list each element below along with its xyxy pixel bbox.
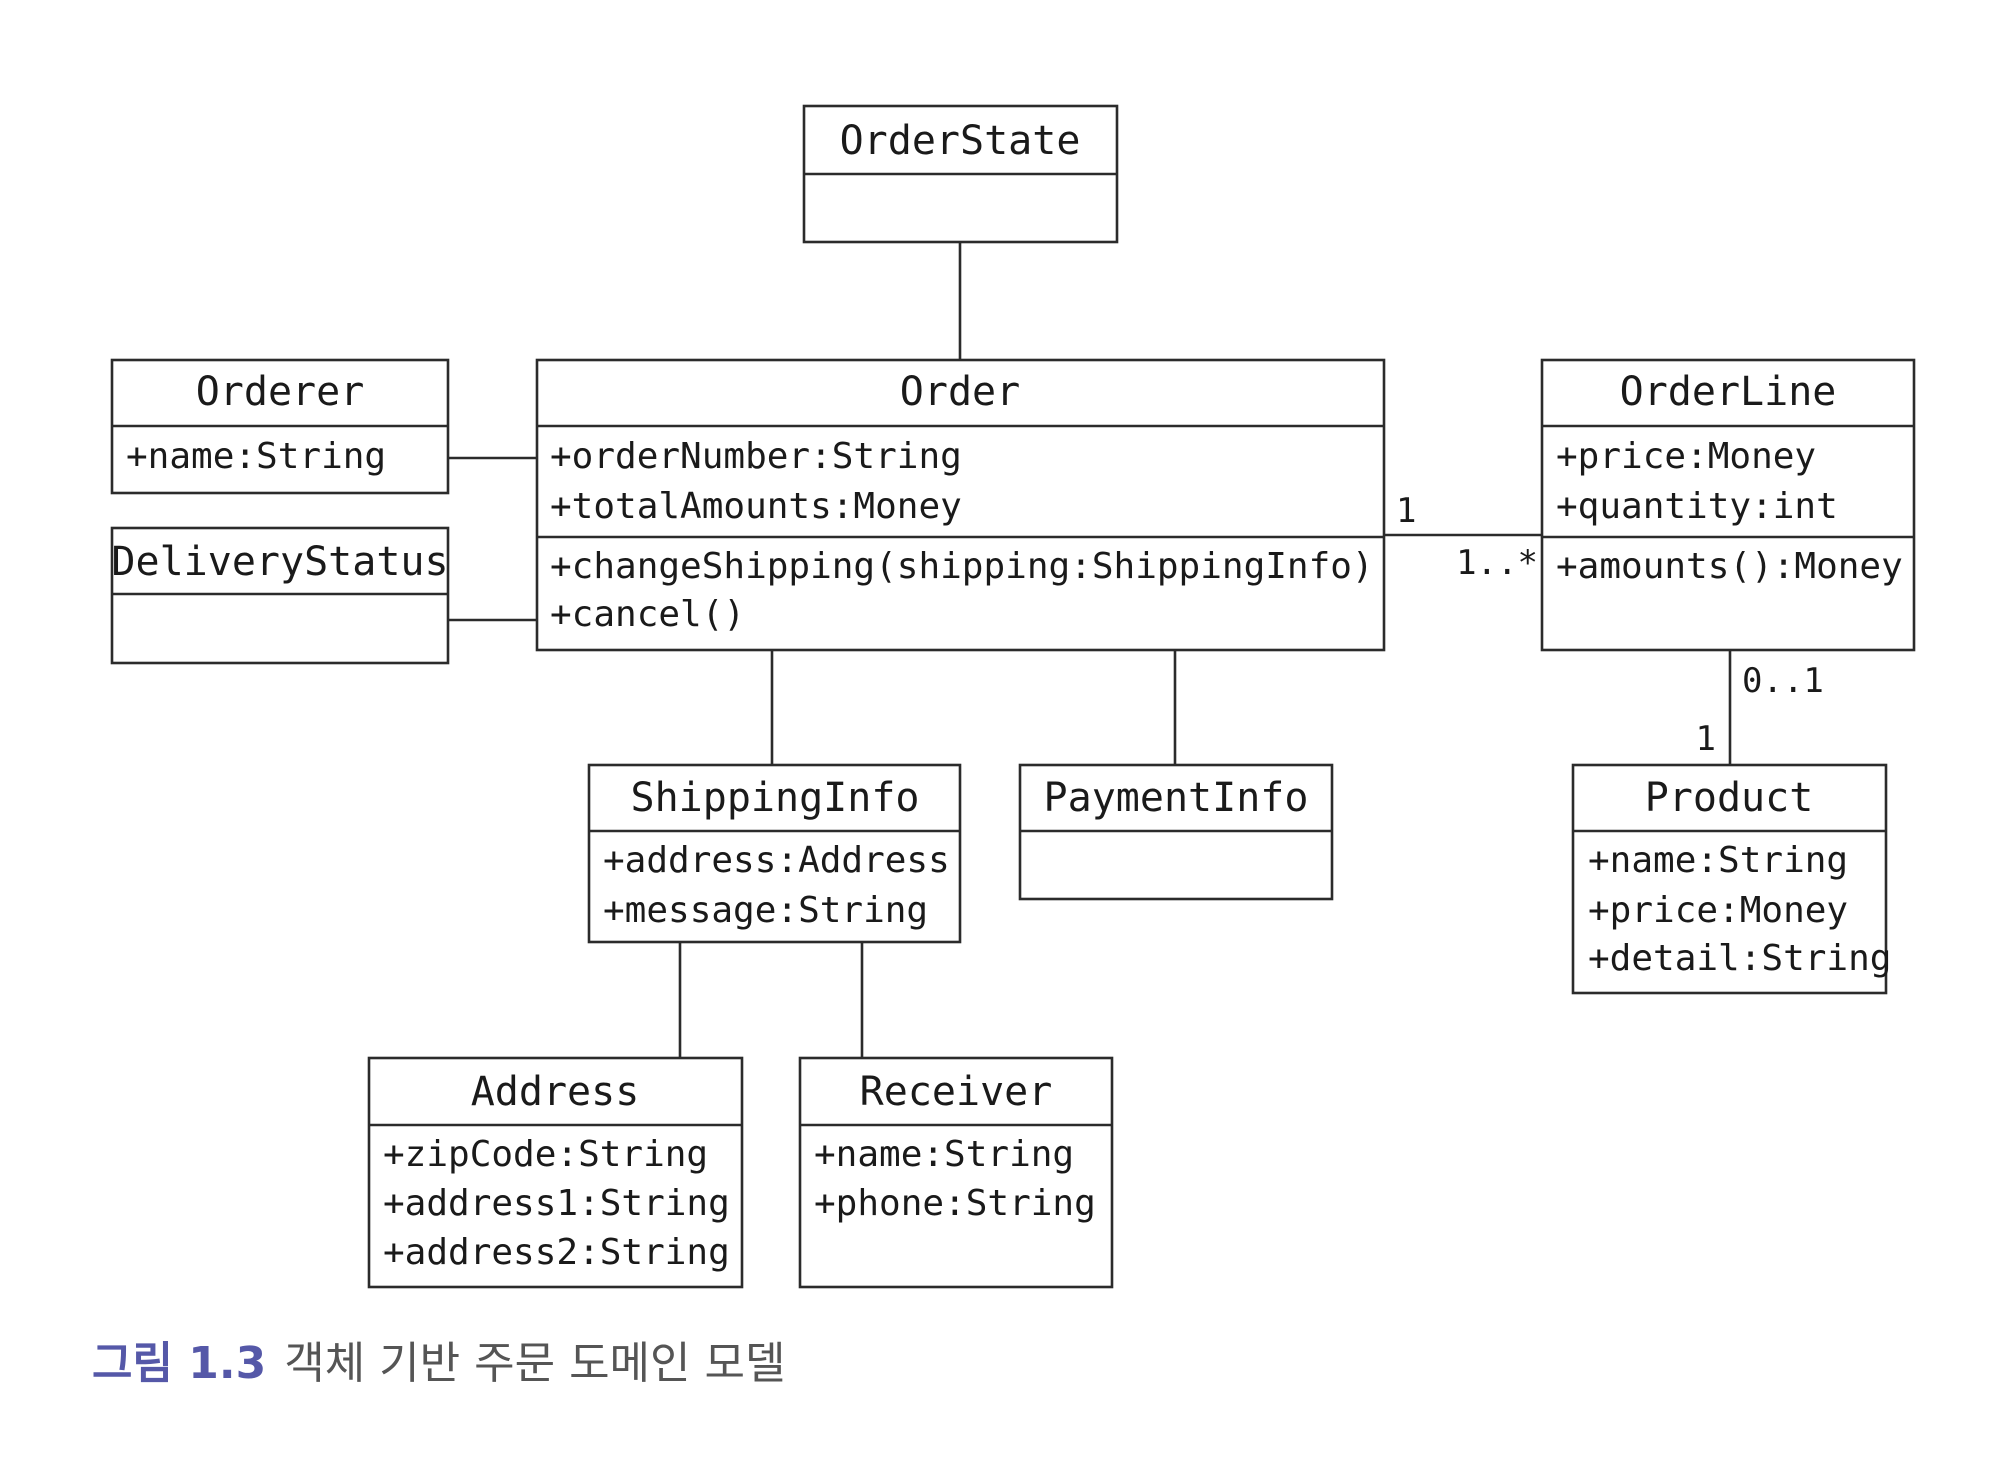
class-name: Address — [471, 1069, 640, 1115]
multiplicity-product-end: 1 — [1696, 719, 1716, 759]
attribute: +price:Money — [1556, 436, 1816, 477]
attribute: +quantity:int — [1556, 486, 1838, 527]
attribute: +name:String — [1588, 840, 1848, 881]
class-name: OrderState — [840, 118, 1081, 164]
attribute: +totalAmounts:Money — [550, 486, 962, 527]
class-product: Product +name:String +price:Money +detai… — [1571, 763, 1891, 995]
attribute: +phone:String — [814, 1183, 1096, 1224]
operation: +cancel() — [550, 594, 745, 635]
multiplicity-orderline-product-end: 0..1 — [1742, 661, 1824, 701]
class-name: Receiver — [860, 1069, 1053, 1115]
association-lines — [448, 242, 1732, 1058]
caption-number: 그림 1.3 — [92, 1338, 266, 1389]
attribute: +address1:String — [383, 1183, 730, 1224]
class-paymentinfo: PaymentInfo — [1018, 763, 1334, 901]
class-deliverystatus: DeliveryStatus — [110, 526, 450, 665]
class-name: Order — [900, 369, 1020, 415]
class-name: DeliveryStatus — [111, 539, 448, 585]
class-address: Address +zipCode:String +address1:String… — [367, 1056, 744, 1289]
class-receiver: Receiver +name:String +phone:String — [798, 1056, 1114, 1289]
multiplicities: 1 1..* 0..1 1 — [1396, 491, 1824, 759]
class-name: PaymentInfo — [1044, 775, 1309, 821]
attribute: +address2:String — [383, 1232, 730, 1273]
class-name: Product — [1645, 775, 1814, 821]
attribute: +message:String — [603, 890, 928, 931]
attribute: +orderNumber:String — [550, 436, 962, 477]
class-name: ShippingInfo — [631, 775, 920, 821]
caption-line: 그림 1.3 객체 기반 주문 도메인 모델 — [92, 1338, 785, 1389]
attribute: +name:String — [814, 1134, 1074, 1175]
attribute: +name:String — [126, 436, 386, 477]
operation: +amounts():Money — [1556, 546, 1903, 587]
class-orderer: Orderer +name:String — [110, 358, 450, 495]
attribute: +zipCode:String — [383, 1134, 708, 1175]
class-name: Orderer — [196, 369, 365, 415]
figure-caption: 그림 1.3 객체 기반 주문 도메인 모델 — [92, 1338, 785, 1389]
class-orderline: OrderLine +price:Money +quantity:int +am… — [1540, 358, 1916, 652]
class-orderstate: OrderState — [802, 104, 1119, 244]
class-name: OrderLine — [1620, 369, 1837, 415]
attribute: +detail:String — [1588, 938, 1891, 979]
class-order: Order +orderNumber:String +totalAmounts:… — [535, 358, 1386, 652]
class-shippinginfo: ShippingInfo +address:Address +message:S… — [587, 763, 962, 944]
attribute: +price:Money — [1588, 890, 1848, 931]
operation: +changeShipping(shipping:ShippingInfo) — [550, 546, 1374, 587]
attribute: +address:Address — [603, 840, 950, 881]
multiplicity-order-end: 1 — [1396, 491, 1416, 531]
caption-text: 객체 기반 주문 도메인 모델 — [284, 1338, 785, 1389]
multiplicity-orderline-end: 1..* — [1456, 543, 1538, 583]
